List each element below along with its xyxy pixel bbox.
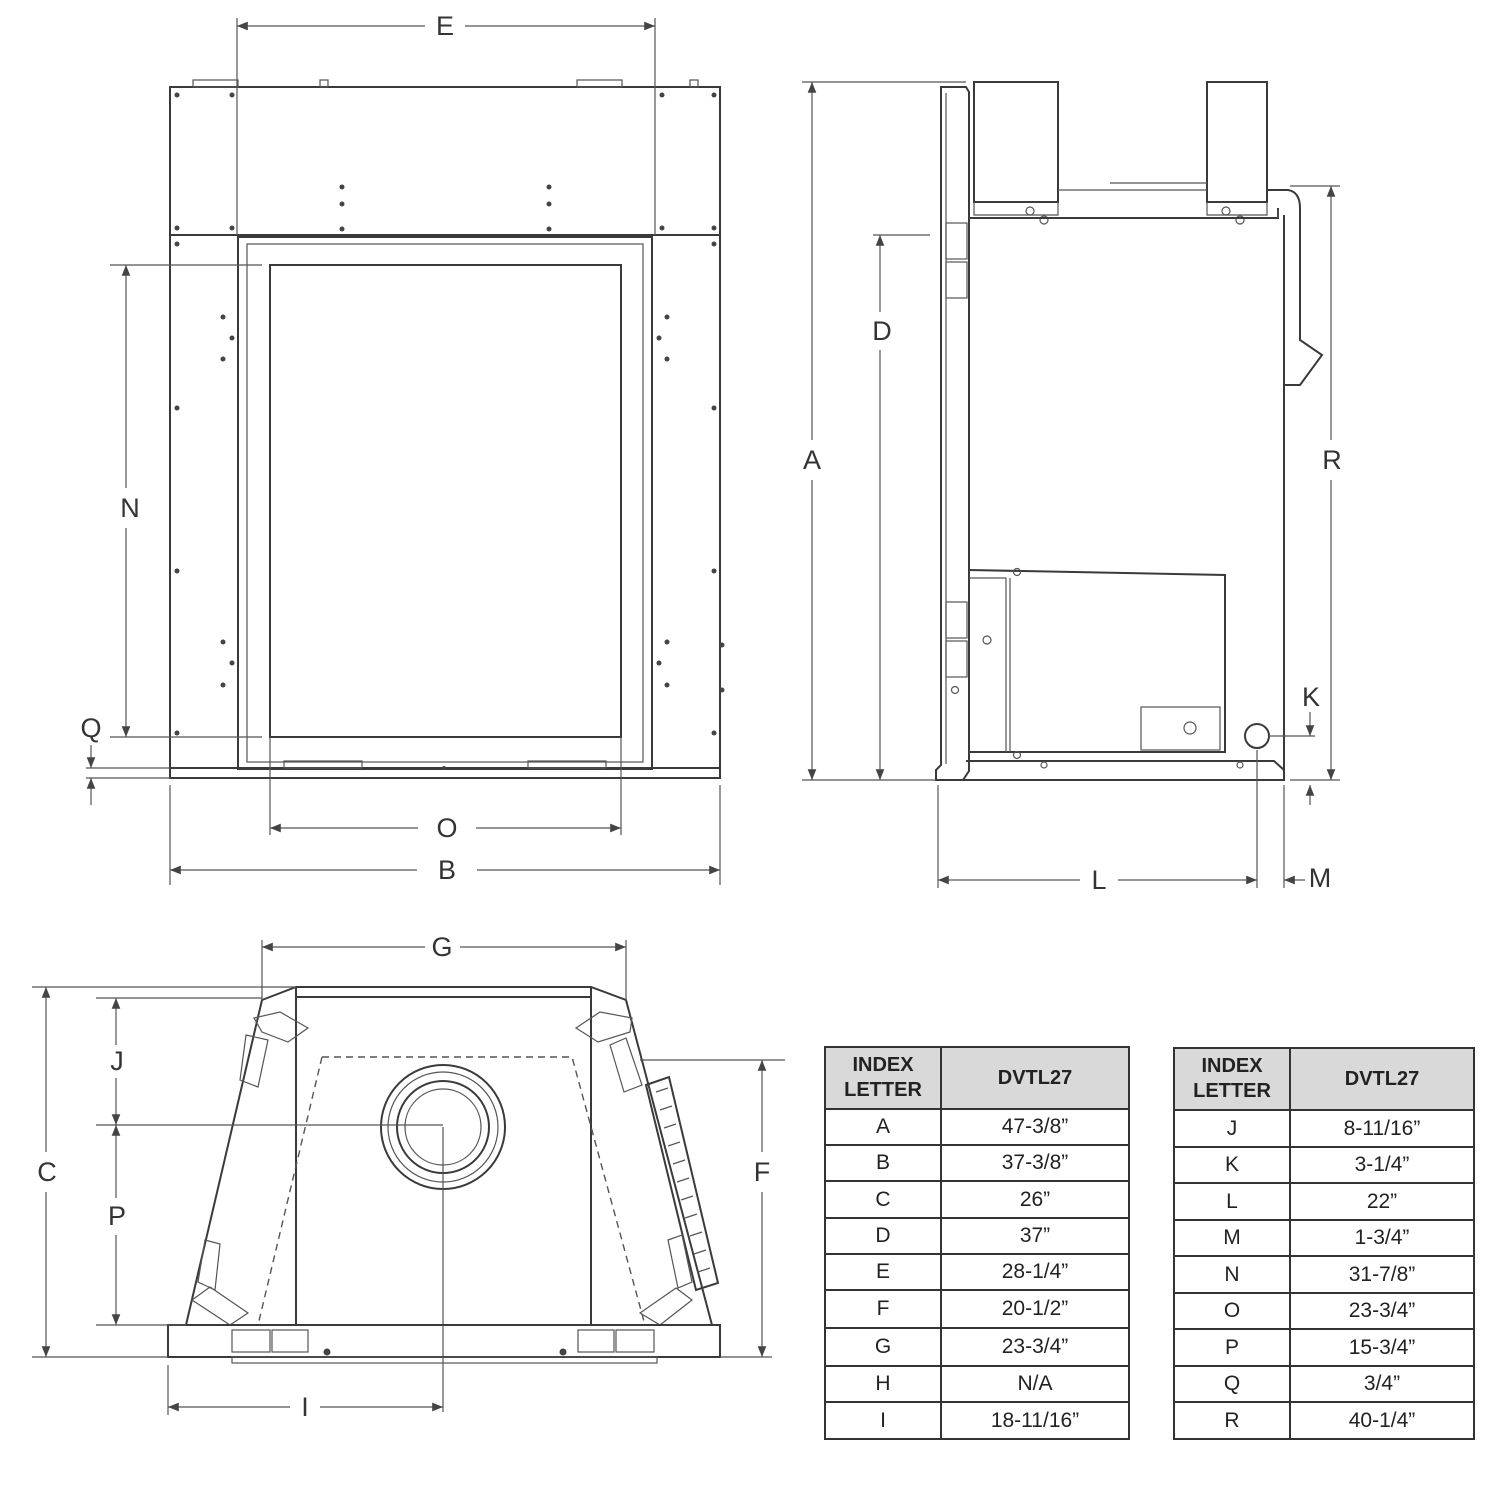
index-letter: C bbox=[824, 1180, 942, 1219]
label-R: R bbox=[1322, 445, 1342, 475]
dimension-value: 37-3/8” bbox=[940, 1144, 1130, 1182]
label-N: N bbox=[120, 493, 140, 523]
index-letter: N bbox=[1173, 1255, 1291, 1294]
label-Q: Q bbox=[80, 713, 101, 743]
front-screws bbox=[174, 92, 725, 770]
index-letter: P bbox=[1173, 1328, 1291, 1367]
label-F: F bbox=[754, 1157, 771, 1187]
dimension-value: 31-7/8” bbox=[1289, 1255, 1475, 1294]
index-letter: O bbox=[1173, 1292, 1291, 1330]
dimension-value: 23-3/4” bbox=[1289, 1292, 1475, 1330]
dimension-value: 20-1/2” bbox=[940, 1289, 1130, 1329]
front-view: E N Q O B bbox=[80, 11, 725, 885]
dimension-value: 1-3/4” bbox=[1289, 1219, 1475, 1257]
index-letter: M bbox=[1173, 1219, 1291, 1257]
label-K: K bbox=[1302, 682, 1320, 712]
label-C: C bbox=[37, 1157, 57, 1187]
index-letter: R bbox=[1173, 1401, 1291, 1440]
label-O: O bbox=[436, 813, 457, 843]
dimension-value: 28-1/4” bbox=[940, 1253, 1130, 1291]
dimension-value: 8-11/16” bbox=[1289, 1109, 1475, 1148]
label-J: J bbox=[110, 1046, 124, 1076]
dimension-value: 47-3/8” bbox=[940, 1108, 1130, 1146]
label-E: E bbox=[436, 11, 454, 41]
index-letter: D bbox=[824, 1217, 942, 1255]
label-P: P bbox=[108, 1201, 126, 1231]
label-D: D bbox=[872, 316, 892, 346]
dimension-value: 18-11/16” bbox=[940, 1401, 1130, 1440]
label-A: A bbox=[803, 445, 821, 475]
header-index-letter: INDEX LETTER bbox=[1173, 1047, 1291, 1111]
index-letter: I bbox=[824, 1401, 942, 1440]
header-index-letter: INDEX LETTER bbox=[824, 1046, 942, 1110]
index-letter: F bbox=[824, 1289, 942, 1329]
dimension-value: 23-3/4” bbox=[940, 1327, 1130, 1367]
index-letter: Q bbox=[1173, 1365, 1291, 1403]
label-L: L bbox=[1091, 865, 1106, 895]
index-letter: J bbox=[1173, 1109, 1291, 1148]
label-M: M bbox=[1309, 863, 1332, 893]
dimension-value: N/A bbox=[940, 1365, 1130, 1403]
index-letter: K bbox=[1173, 1146, 1291, 1184]
side-view: A D R K L M bbox=[802, 81, 1342, 895]
dimension-value: 15-3/4” bbox=[1289, 1328, 1475, 1367]
dimension-value: 3/4” bbox=[1289, 1365, 1475, 1403]
header-model: DVTL27 bbox=[940, 1046, 1130, 1110]
label-G: G bbox=[431, 932, 452, 962]
index-letter: G bbox=[824, 1327, 942, 1367]
dimension-value: 22” bbox=[1289, 1182, 1475, 1221]
index-letter: B bbox=[824, 1144, 942, 1182]
index-letter: H bbox=[824, 1365, 942, 1403]
dimension-value: 40-1/4” bbox=[1289, 1401, 1475, 1440]
label-B: B bbox=[438, 855, 456, 885]
dimension-value: 26” bbox=[940, 1180, 1130, 1219]
louvre-slots bbox=[655, 1087, 711, 1273]
dimension-value: 3-1/4” bbox=[1289, 1146, 1475, 1184]
header-model: DVTL27 bbox=[1289, 1047, 1475, 1111]
index-letter: E bbox=[824, 1253, 942, 1291]
index-letter: A bbox=[824, 1108, 942, 1146]
label-I: I bbox=[301, 1392, 309, 1422]
index-letter: L bbox=[1173, 1182, 1291, 1221]
top-view: G C J P F I bbox=[32, 932, 785, 1422]
dimension-value: 37” bbox=[940, 1217, 1130, 1255]
